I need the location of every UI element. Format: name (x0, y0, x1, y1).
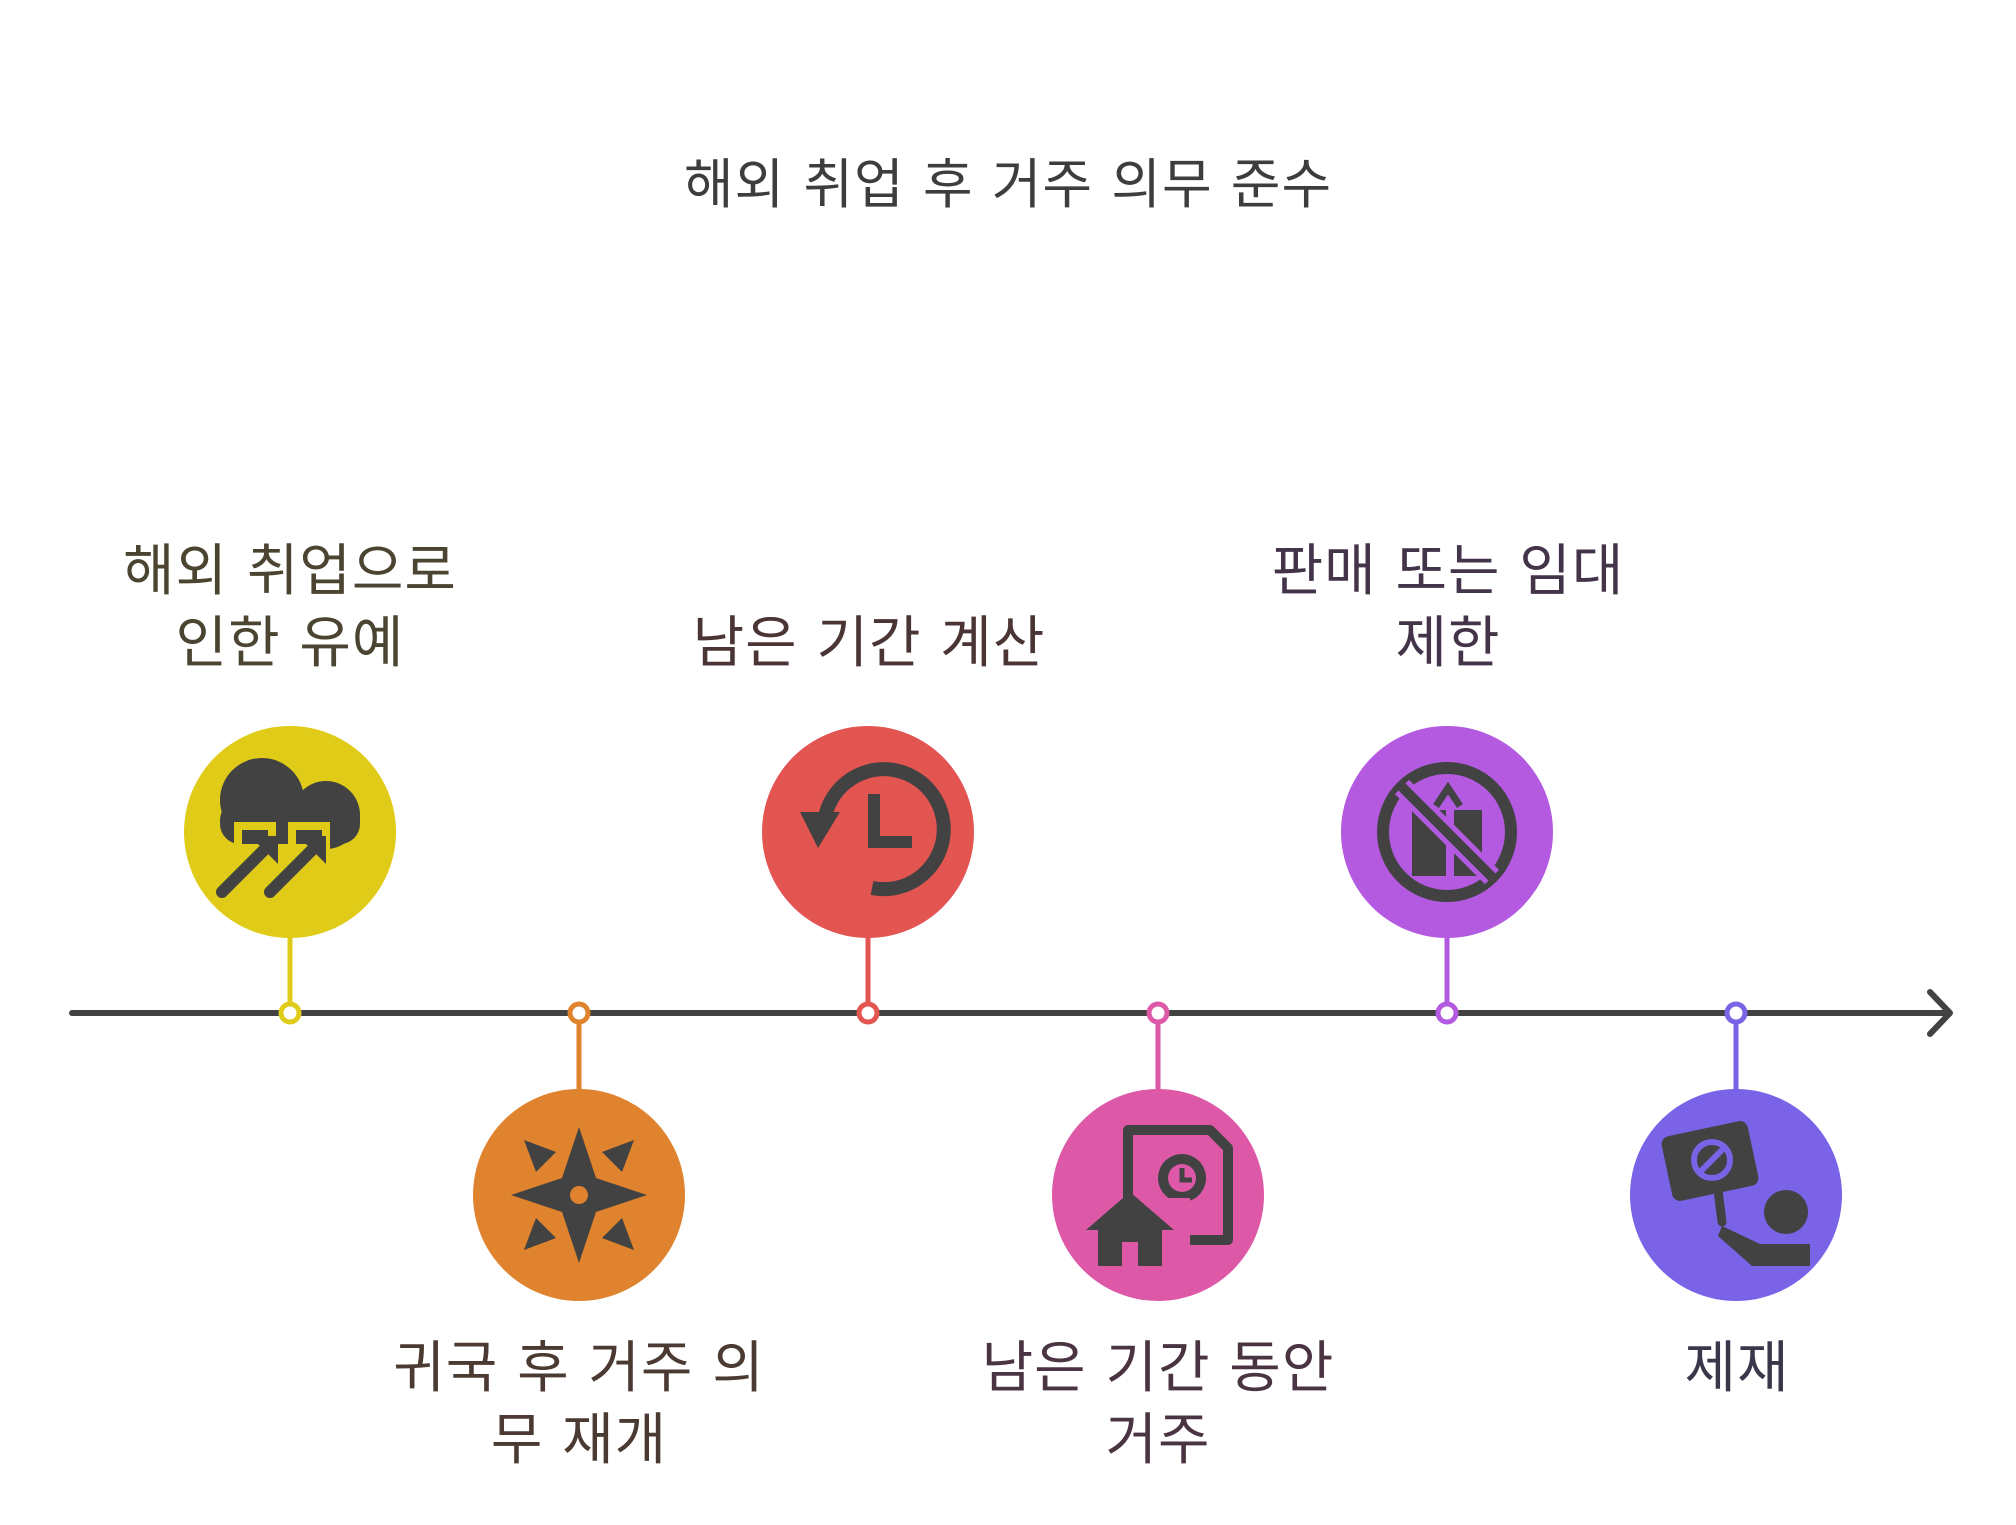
marker-5 (1435, 1001, 1459, 1025)
event-6 (1630, 1001, 1842, 1301)
event-label-5: 판매 또는 임대 제한 (1271, 539, 1625, 676)
timeline-arrowhead (1927, 989, 1953, 1037)
event-label-1: 해외 취업으로 인한 유예 (123, 539, 457, 676)
event-4 (1052, 1001, 1264, 1301)
event-label-6: 제재 (1684, 1336, 1790, 1401)
event-3 (762, 726, 974, 1025)
marker-6 (1724, 1001, 1748, 1025)
diagram-title: 해외 취업 후 거주 의무 준수 (683, 153, 1333, 216)
event-circle-6 (1630, 1089, 1842, 1301)
history-clock-icon (800, 762, 951, 897)
event-2 (473, 1001, 685, 1301)
event-1 (184, 726, 396, 1025)
marker-4 (1146, 1001, 1170, 1025)
house-document-clock-icon (1086, 1125, 1233, 1268)
cloud-growth-arrows-icon (216, 758, 360, 898)
protest-sign-icon (1661, 1121, 1810, 1266)
marker-2 (567, 1001, 591, 1025)
event-label-2: 귀국 후 거주 의무 재개 (393, 1336, 765, 1473)
compass-star-icon (511, 1127, 647, 1263)
marker-1 (278, 1001, 302, 1025)
marker-3 (856, 1001, 880, 1025)
event-label-4: 남은 기간 동안 거주 (981, 1336, 1335, 1473)
event-5 (1341, 726, 1553, 1025)
event-label-3: 남은 기간 계산 (692, 611, 1046, 676)
no-gift-icon (1377, 762, 1517, 902)
